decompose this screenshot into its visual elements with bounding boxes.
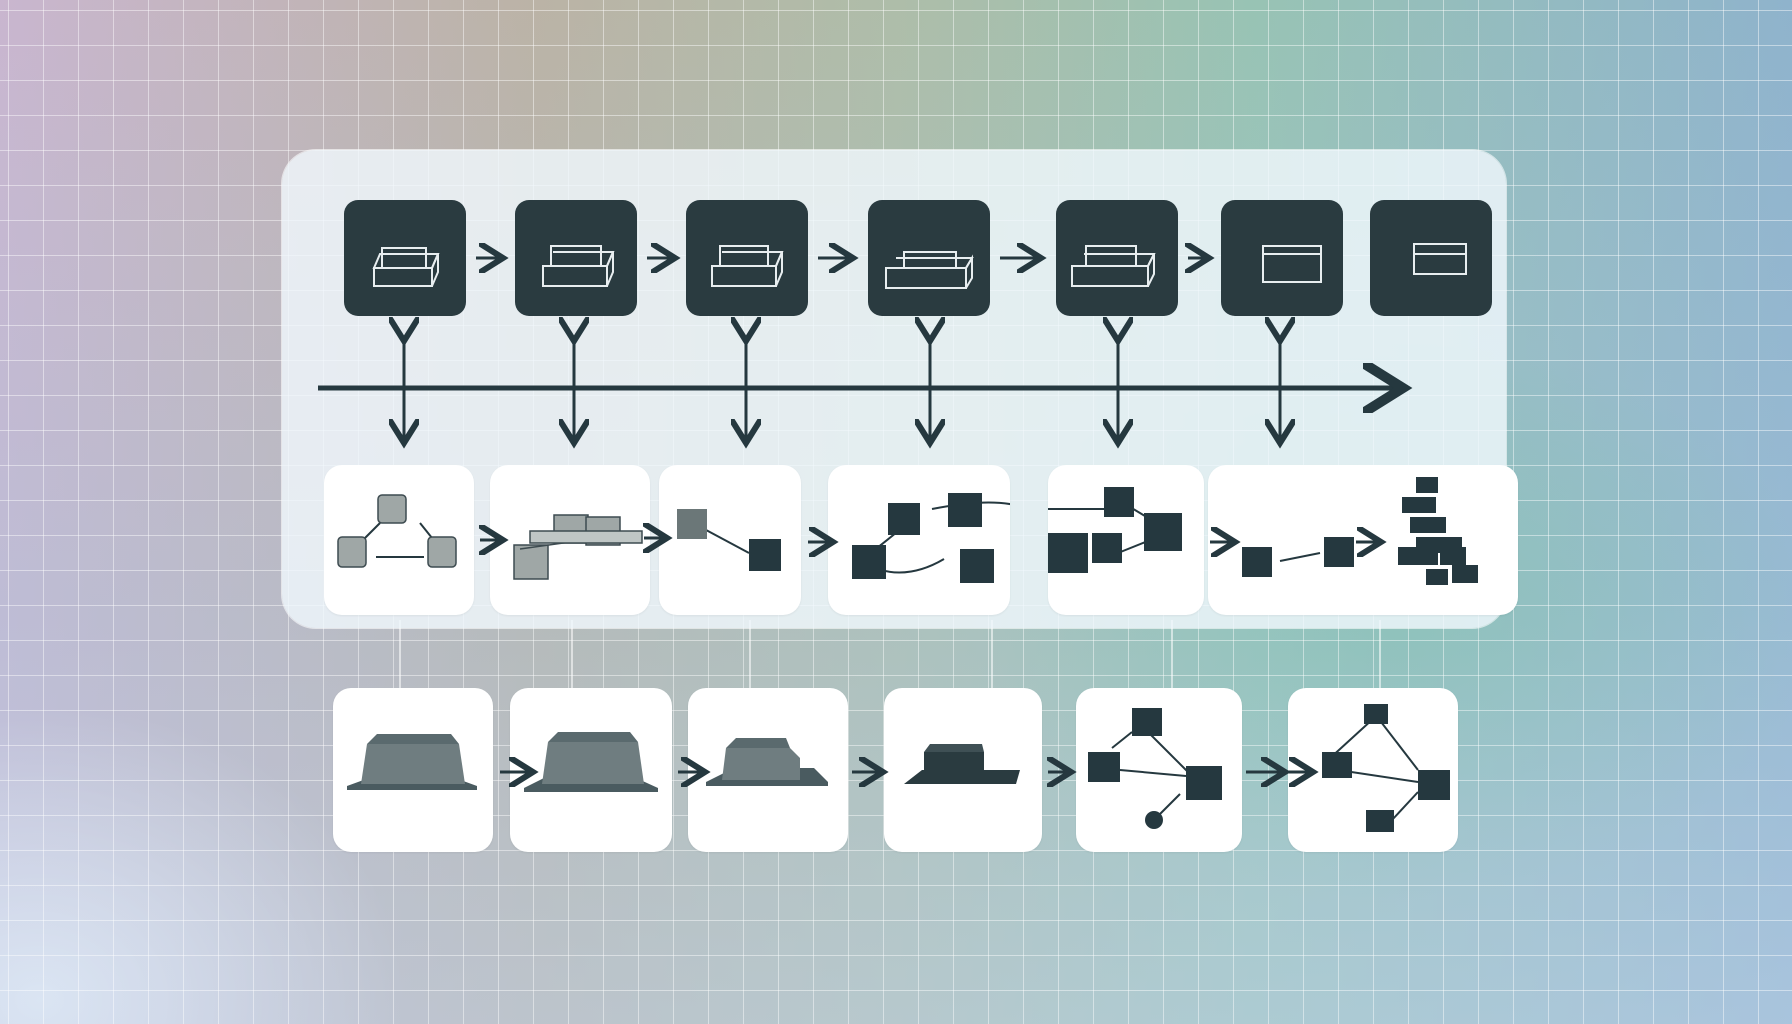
block-pyramid-icon: [1242, 477, 1478, 585]
middle-stage-6: [1208, 465, 1518, 615]
two-node-link-icon: [677, 509, 781, 571]
middle-stage-1: [324, 465, 474, 615]
middle-stage-4: [828, 465, 1010, 615]
top-stage-7: [1370, 200, 1492, 316]
top-stage-6: [1221, 200, 1343, 316]
stacked-box-icon: [885, 251, 974, 289]
top-stage-3: [686, 200, 808, 316]
top-stage-2: [515, 200, 637, 316]
stacked-box-icon: [372, 247, 440, 287]
bottom-stage-4: [884, 688, 1042, 852]
stacked-box-icon: [1071, 245, 1156, 287]
node-graph-icon: [1088, 708, 1222, 829]
top-stage-1: [344, 200, 466, 316]
bottom-stage-1: [333, 688, 493, 852]
bottom-stage-6: [1288, 688, 1458, 852]
platform-block-icon: [347, 734, 477, 790]
triangle-cylinders-icon: [337, 494, 457, 568]
bottom-stage-2: [510, 688, 672, 852]
bottom-stage-5: [1076, 688, 1242, 852]
platform-block-icon: [706, 738, 828, 786]
stacked-box-icon: [711, 245, 784, 287]
cube-cluster-icon: [513, 514, 643, 580]
node-network-icon: [852, 493, 1010, 583]
node-graph-icon: [1322, 704, 1450, 832]
two-node-link-icon: [1048, 487, 1182, 573]
flat-platform-icon: [904, 744, 1020, 784]
top-stage-5: [1056, 200, 1178, 316]
rectangle-icon: [1413, 243, 1467, 275]
platform-block-icon: [524, 732, 658, 792]
rectangle-icon: [1262, 245, 1322, 283]
top-stage-4: [868, 200, 990, 316]
middle-stage-2: [490, 465, 650, 615]
bottom-stage-3: [688, 688, 848, 852]
middle-stage-5: [1048, 465, 1204, 615]
middle-stage-3: [659, 465, 801, 615]
stacked-box-icon: [542, 245, 615, 287]
